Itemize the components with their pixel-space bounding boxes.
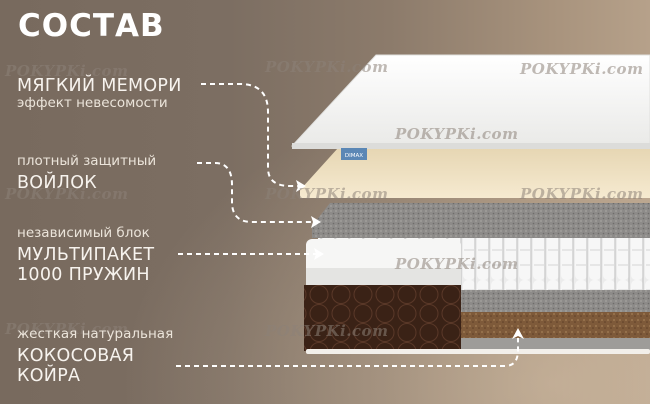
connector-lines <box>176 83 519 367</box>
page-title: СОСТАВ <box>18 8 165 44</box>
layer-subtitle: независимый блок <box>17 225 150 241</box>
watermark: POKYPKi.com <box>265 322 389 340</box>
felt-layer <box>300 148 650 198</box>
layer-label-coir: жесткая натуральная КОКОСОВАЯ КОЙРА <box>17 326 174 386</box>
layer-name-line2: КОЙРА <box>17 365 81 386</box>
spring-felt-layer <box>312 203 650 238</box>
layer-name: МЯГКИЙ МЕМОРИ <box>17 76 182 96</box>
watermark: POKYPKi.com <box>265 58 389 76</box>
layer-label-memory-foam: МЯГКИЙ МЕМОРИ эффект невесомости <box>17 76 182 112</box>
svg-text:DIMAX: DIMAX <box>345 153 363 159</box>
watermark: POKYPKi.com <box>5 62 129 80</box>
arrowheads <box>296 180 524 339</box>
watermark: POKYPKi.com <box>395 255 519 273</box>
cover-side <box>304 285 461 351</box>
coir-layer <box>461 312 650 338</box>
layer-name-line2: 1000 ПРУЖИН <box>17 264 150 285</box>
brand-tag <box>341 148 367 160</box>
watermark: POKYPKi.com <box>265 185 389 203</box>
watermark: POKYPKi.com <box>395 125 519 143</box>
layer-subtitle: жесткая натуральная <box>17 326 174 342</box>
watermark: POKYPKi.com <box>520 185 644 203</box>
layer-label-felt: плотный защитный ВОЙЛОК <box>17 153 157 193</box>
layer-name: ВОЙЛОК <box>17 172 98 193</box>
layer-subtitle: плотный защитный <box>17 153 157 169</box>
layer-caption: эффект невесомости <box>17 95 168 112</box>
watermark: POKYPKi.com <box>5 320 129 338</box>
watermark: POKYPKi.com <box>5 185 129 203</box>
watermark: POKYPKi.com <box>520 60 644 78</box>
layer-label-springs: независимый блок МУЛЬТИПАКЕТ 1000 ПРУЖИН <box>17 225 155 285</box>
layer-name-line1: МУЛЬТИПАКЕТ <box>17 244 155 265</box>
layer-name-line1: КОКОСОВАЯ <box>17 345 135 366</box>
